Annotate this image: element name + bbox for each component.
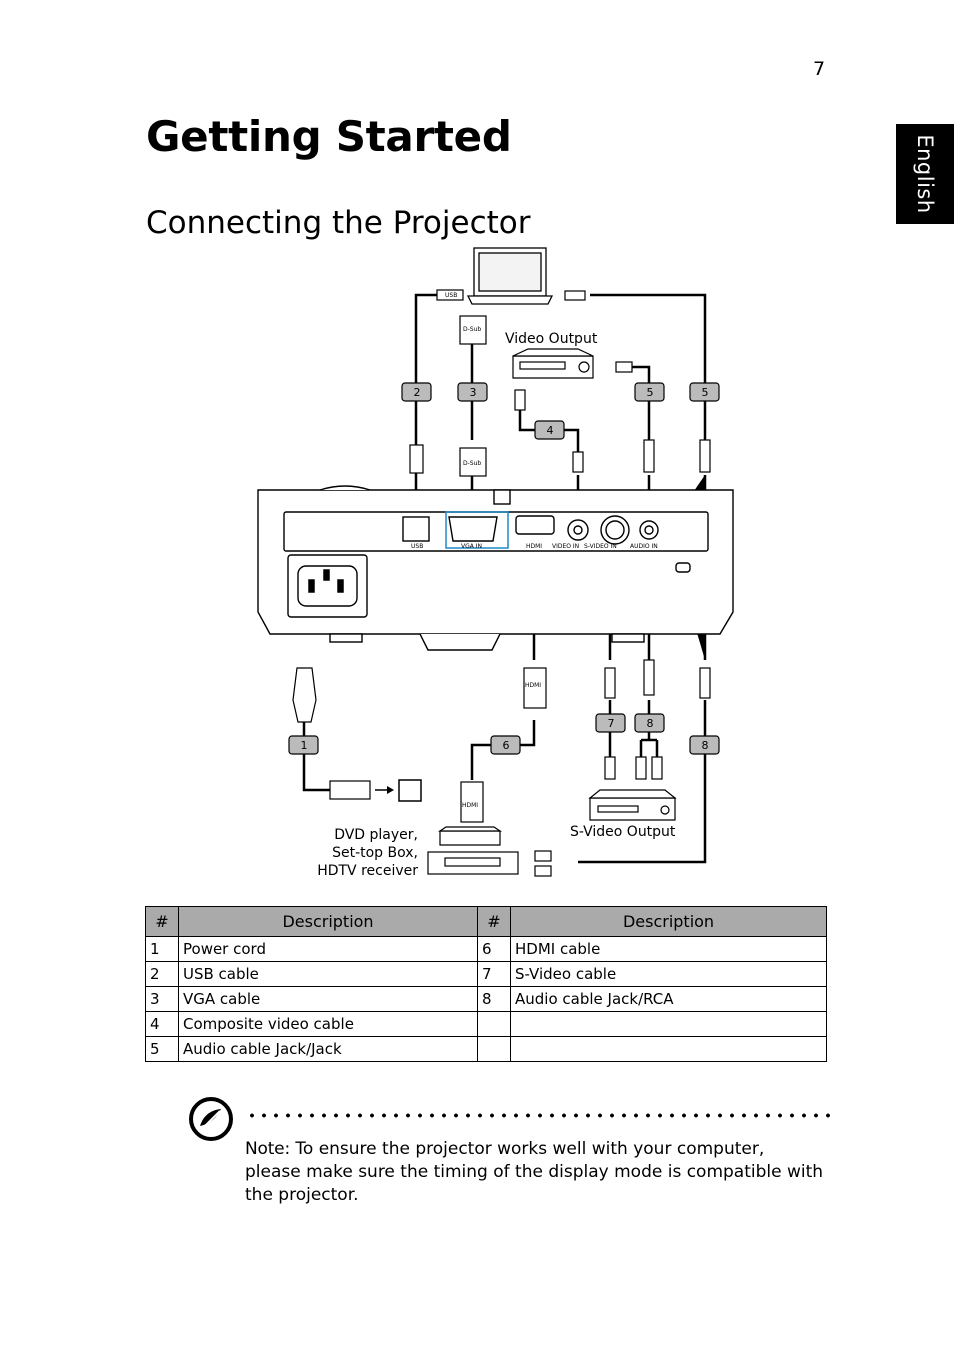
table-header-description-2: Description <box>510 906 827 937</box>
port-label-svideo-in: S-VIDEO IN <box>584 543 617 550</box>
table-cell: S-Video cable <box>510 961 827 987</box>
hdmi-connector-label-bottom: HDMI <box>462 802 478 809</box>
table-cell <box>510 1036 827 1062</box>
table-header-number-2: # <box>477 906 511 937</box>
hdtv-receiver-icon <box>427 826 519 875</box>
table-cell: 7 <box>477 961 511 987</box>
badge-svideo-cable: 7 <box>608 717 615 730</box>
badge-audio-rca-dvd: 8 <box>647 717 654 730</box>
port-label-video-in: VIDEO IN <box>552 543 579 550</box>
port-label-vga: VGA IN <box>461 543 482 550</box>
language-tab: English <box>896 124 954 224</box>
connection-diagram: USB D-Sub D-Sub HDMI HDMI USB VGA I <box>257 247 734 879</box>
table-cell: Audio cable Jack/RCA <box>510 986 827 1012</box>
badge-audio-jack-video-output: 5 <box>647 386 654 399</box>
table-row: 4 Composite video cable <box>145 1011 827 1037</box>
badge-hdmi-cable: 6 <box>503 739 510 752</box>
table-cell: 5 <box>145 1036 179 1062</box>
table-cell <box>477 1011 511 1037</box>
port-label-hdmi: HDMI <box>526 543 542 550</box>
wall-outlet-icon <box>398 779 422 802</box>
table-row: 3 VGA cable 8 Audio cable Jack/RCA <box>145 986 827 1012</box>
dsub-connector-label-bottom: D-Sub <box>463 460 481 467</box>
cable-table: # Description # Description 1 Power cord… <box>145 906 827 1062</box>
video-output-device-icon <box>512 348 594 379</box>
badge-audio-jack-laptop: 5 <box>702 386 709 399</box>
section-title: Connecting the Projector <box>146 205 531 241</box>
table-row: 2 USB cable 7 S-Video cable <box>145 961 827 987</box>
note-icon <box>189 1097 233 1141</box>
table-cell <box>477 1036 511 1062</box>
source-label-line2: Set-top Box, <box>332 845 418 861</box>
table-cell: 2 <box>145 961 179 987</box>
badge-usb-cable: 2 <box>414 386 421 399</box>
table-header-number-1: # <box>145 906 179 937</box>
table-cell <box>510 1011 827 1037</box>
svideo-output-label: S-Video Output <box>570 824 676 840</box>
table-row: 5 Audio cable Jack/Jack <box>145 1036 827 1062</box>
badge-vga-cable: 3 <box>470 386 477 399</box>
hdmi-connector-label-top: HDMI <box>525 682 541 689</box>
note-paragraph: Note: To ensure the projector works well… <box>245 1138 825 1207</box>
badge-audio-rca-hdtv: 8 <box>702 739 709 752</box>
note-label: Note: <box>245 1139 290 1159</box>
port-label-audio-in: AUDIO IN <box>630 543 658 550</box>
dvd-player-icon <box>588 789 677 821</box>
table-cell: 6 <box>477 936 511 962</box>
projector-icon <box>257 485 734 651</box>
table-cell: 4 <box>145 1011 179 1037</box>
badge-composite-cable: 4 <box>547 424 554 437</box>
page-title: Getting Started <box>146 112 512 161</box>
table-header-description-1: Description <box>178 906 478 937</box>
laptop-icon <box>466 247 554 305</box>
note-text: To ensure the projector works well with … <box>245 1139 824 1205</box>
source-label-line3: HDTV receiver <box>317 863 418 879</box>
table-cell: HDMI cable <box>510 936 827 962</box>
table-cell: 8 <box>477 986 511 1012</box>
usb-connector-label: USB <box>445 292 457 299</box>
source-label-line1: DVD player, <box>334 827 418 843</box>
table-cell: USB cable <box>178 961 478 987</box>
table-cell: Composite video cable <box>178 1011 478 1037</box>
badge-power-cord: 1 <box>301 739 308 752</box>
table-row: 1 Power cord 6 HDMI cable <box>145 936 827 962</box>
table-cell: 3 <box>145 986 179 1012</box>
table-cell: Power cord <box>178 936 478 962</box>
table-cell: Audio cable Jack/Jack <box>178 1036 478 1062</box>
table-header-row: # Description # Description <box>145 906 827 937</box>
dsub-connector-label-top: D-Sub <box>463 326 481 333</box>
port-label-usb: USB <box>411 543 423 550</box>
note-divider <box>246 1113 832 1118</box>
video-output-label: Video Output <box>505 331 598 347</box>
table-cell: 1 <box>145 936 179 962</box>
table-cell: VGA cable <box>178 986 478 1012</box>
page-number: 7 <box>813 58 826 80</box>
